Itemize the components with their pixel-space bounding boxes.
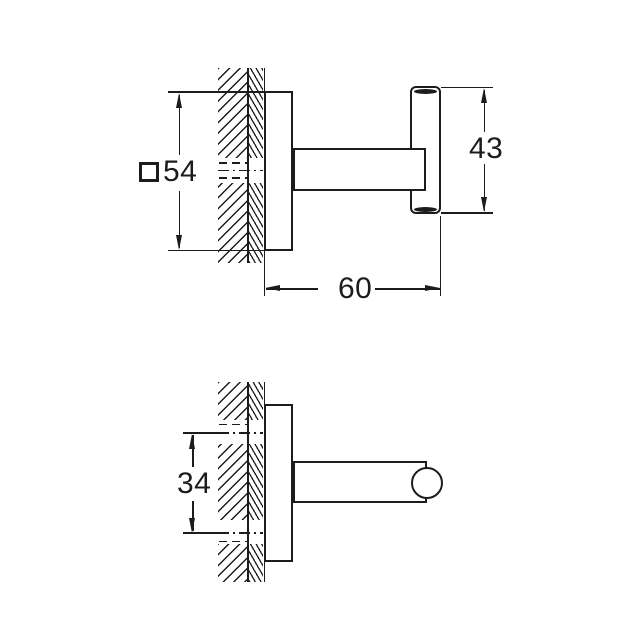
hole-centerline [218,532,263,534]
dimension-line [483,164,486,211]
dimension-line [483,90,486,132]
extension-line [441,212,493,214]
dimension-line [266,288,318,290]
dimension-line [192,435,194,467]
extension-line [441,86,493,89]
end-bar-top-cap [414,88,437,94]
arrowhead-left [265,285,280,291]
wall-layer-line [247,382,249,582]
extension-line [183,432,218,434]
arrowhead-up [189,433,196,449]
extension-line [183,532,218,534]
hidden-hole-line [219,177,249,179]
arrowhead-up [480,88,487,103]
hook-arm-plan [293,461,427,503]
hole-centerline [218,169,263,171]
wall-layer-line [247,68,249,263]
arrowhead-down [480,197,487,212]
wall-hatching-outer [218,382,248,582]
hook-tip-circle [411,467,443,499]
hidden-hole-line [219,423,249,425]
end-bar-bottom-cap [414,206,437,212]
hidden-hole-line [219,162,249,164]
mounting-plate-plan [264,404,293,562]
extension-line [168,91,293,93]
arrowhead-down [175,235,182,250]
square-dimension-icon [139,162,159,182]
dim-end-bar-height-label: 43 [469,132,504,165]
arrowhead-down [189,518,196,533]
wall-hatching-inner [249,382,263,582]
arrowhead-right [425,285,440,291]
dimension-line [192,501,194,531]
hidden-hole-line [219,540,249,542]
dim-projection-label: 60 [338,272,373,305]
dimension-line [178,191,181,248]
dim-hole-spacing-label: 34 [177,467,212,500]
extension-line [168,249,293,252]
extension-line [439,216,442,296]
dimension-line [375,288,440,290]
dim-plate-square-value: 54 [163,155,198,188]
arrowhead-up [175,92,182,108]
dim-plate-square-label: 54 [139,155,198,188]
dimension-line [178,95,181,155]
hole-centerline [218,432,263,434]
hook-arm-side [293,148,426,191]
mounting-plate-side [264,91,293,251]
